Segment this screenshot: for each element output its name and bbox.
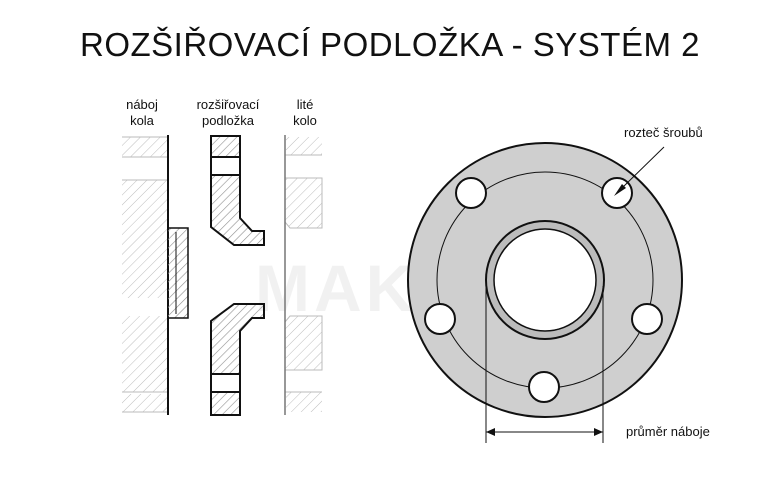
label-wheel-line1: lité: [296, 97, 314, 112]
hub-diameter-dimension: [485, 286, 604, 443]
label-spacer-line2: podložka: [201, 113, 255, 128]
flange-front-view: [407, 142, 683, 418]
label-hub-line2: kola: [130, 113, 154, 128]
label-wheel-line2: kolo: [293, 113, 317, 128]
label-spacer-line1: rozšiřovací: [196, 97, 260, 112]
label-wheel: lité kolo: [280, 97, 330, 129]
diagram-title: ROZŠIŘOVACÍ PODLOŽKA - SYSTÉM 2: [79, 26, 700, 63]
bolt-hole-5: [528, 371, 560, 403]
label-spacer: rozšiřovací podložka: [186, 97, 270, 129]
label-hub-line1: náboj: [126, 97, 158, 112]
label-hub: náboj kola: [112, 97, 172, 129]
bolt-hole-4: [631, 303, 663, 335]
bolt-hole-3: [424, 303, 456, 335]
bolt-pitch-label: rozteč šroubů: [624, 125, 703, 140]
center-bore: [493, 228, 597, 332]
hub-diameter-label: průměr náboje: [626, 424, 710, 439]
bolt-hole-1: [455, 177, 487, 209]
wheel-section: [284, 135, 323, 415]
spacer-section: [210, 135, 265, 416]
bolt-pitch-leader: [614, 146, 665, 196]
hub-section: [122, 135, 189, 415]
